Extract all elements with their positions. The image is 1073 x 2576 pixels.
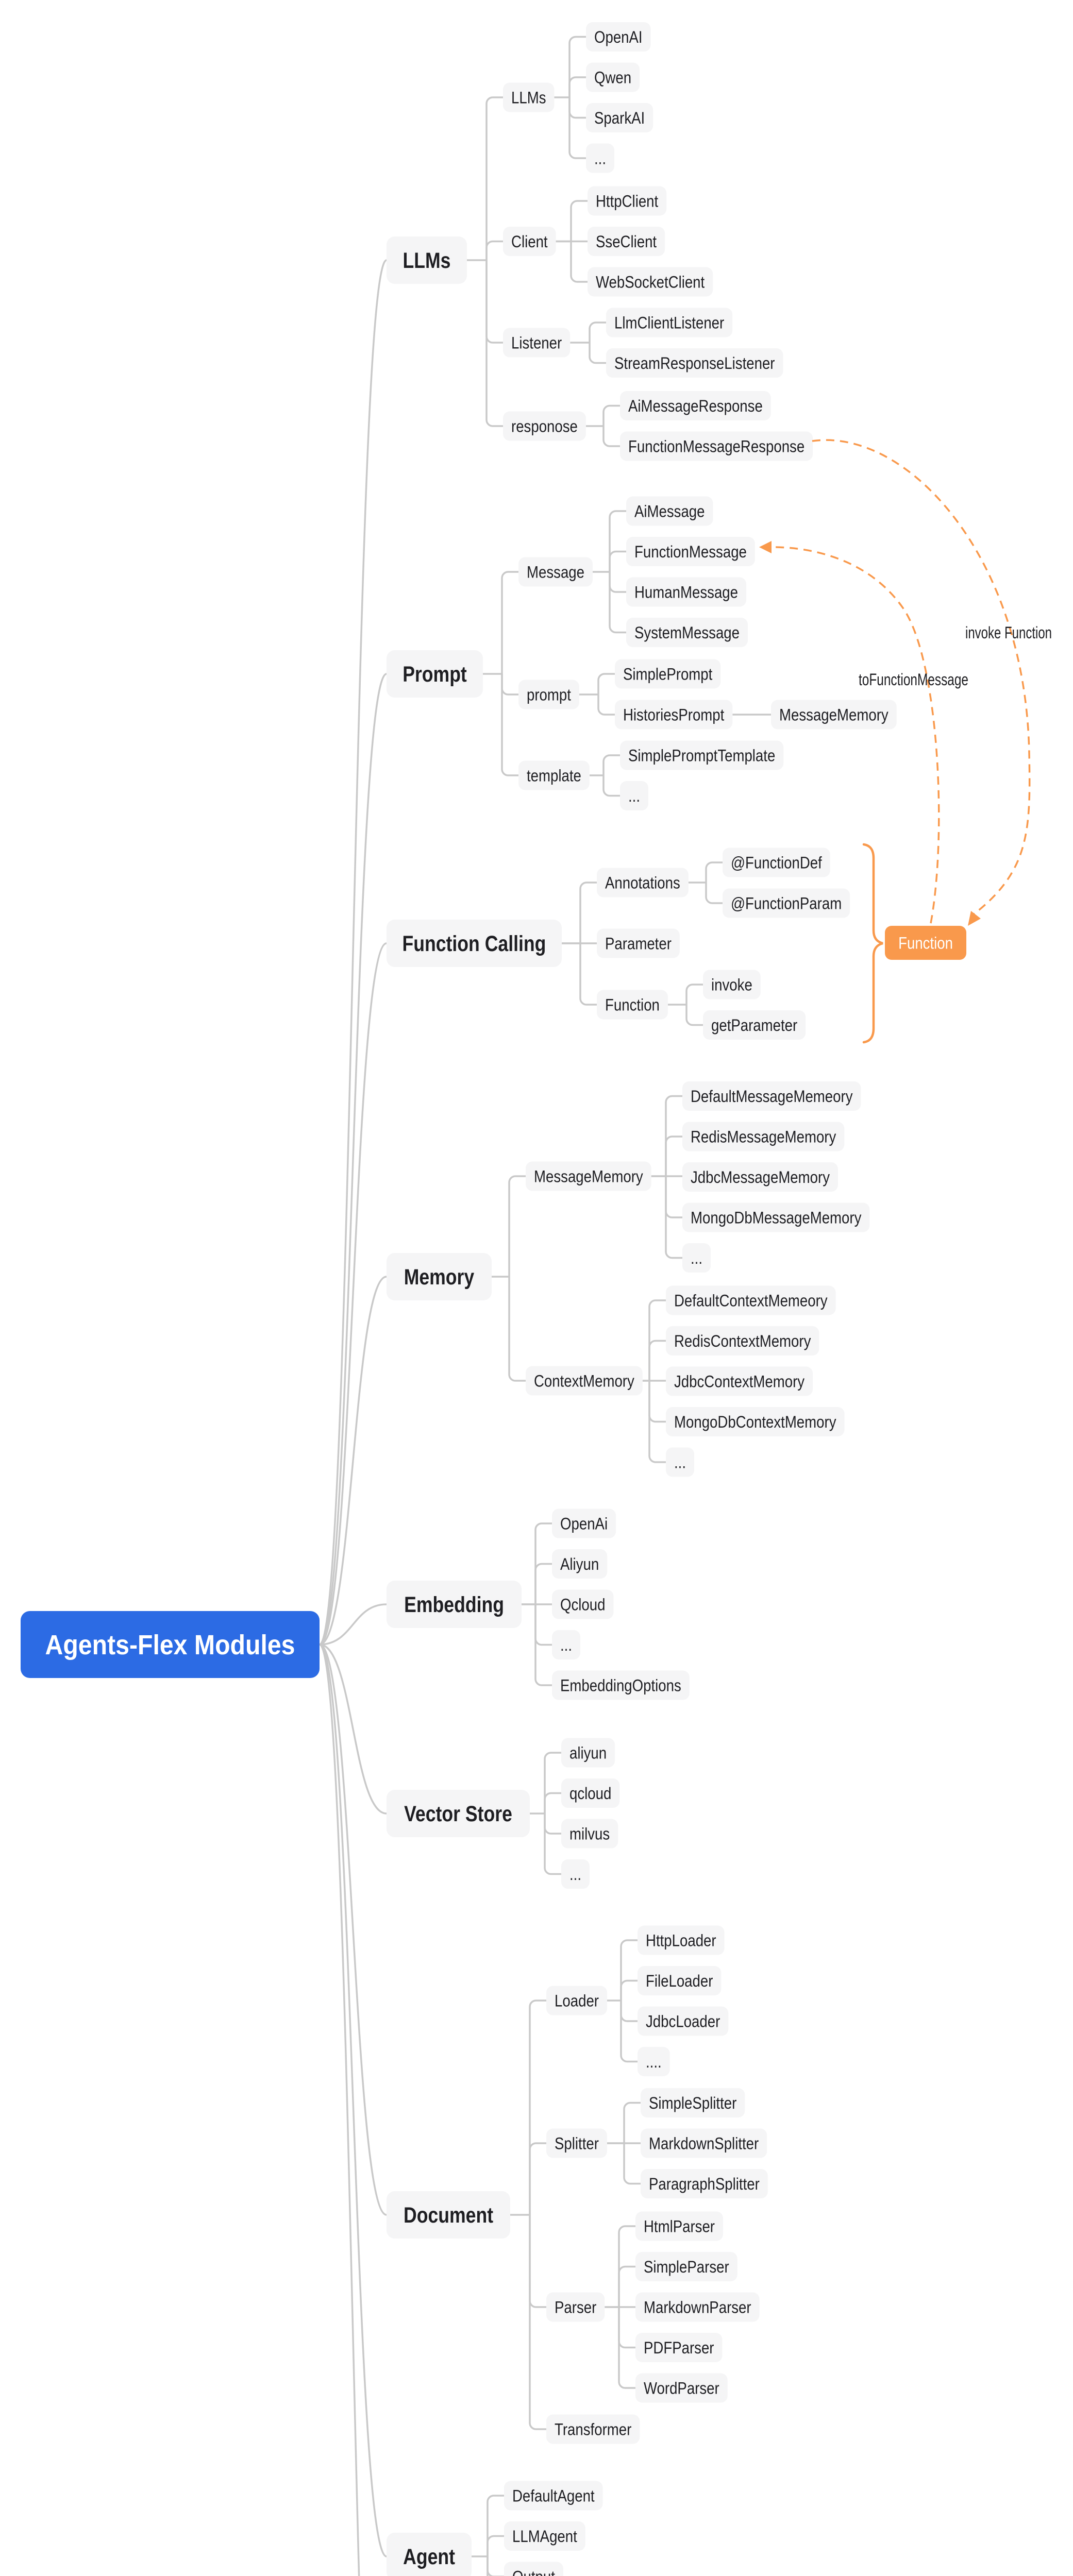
svg-text:Prompt: Prompt — [403, 662, 467, 687]
svg-text:Qwen: Qwen — [594, 68, 631, 87]
svg-text:Function Calling: Function Calling — [403, 931, 546, 956]
svg-text:MongoDbMessageMemory: MongoDbMessageMemory — [691, 1208, 861, 1227]
svg-text:MongoDbContextMemory: MongoDbContextMemory — [674, 1413, 836, 1431]
svg-text:FunctionMessageResponse: FunctionMessageResponse — [628, 437, 804, 455]
svg-text:Function: Function — [898, 934, 953, 952]
svg-text:WebSocketClient: WebSocketClient — [596, 273, 705, 291]
svg-text:getParameter: getParameter — [711, 1016, 797, 1035]
svg-text:...: ... — [594, 149, 606, 167]
svg-text:Message: Message — [527, 563, 584, 581]
svg-text:....: .... — [646, 2053, 662, 2071]
svg-text:AiMessageResponse: AiMessageResponse — [628, 397, 763, 415]
svg-text:...: ... — [628, 787, 640, 805]
svg-text:Qcloud: Qcloud — [560, 1595, 606, 1614]
svg-text:ContextMemory: ContextMemory — [534, 1371, 634, 1390]
svg-text:WordParser: WordParser — [644, 2379, 719, 2397]
svg-text:HttpClient: HttpClient — [596, 192, 658, 210]
svg-text:OpenAi: OpenAi — [560, 1514, 608, 1533]
svg-text:SparkAI: SparkAI — [594, 109, 645, 127]
svg-text:LlmClientListener: LlmClientListener — [614, 313, 724, 332]
svg-text:...: ... — [560, 1636, 572, 1654]
svg-text:Parser: Parser — [555, 2298, 597, 2316]
svg-text:SystemMessage: SystemMessage — [634, 623, 740, 642]
svg-text:invoke: invoke — [711, 975, 752, 994]
svg-text:JdbcContextMemory: JdbcContextMemory — [674, 1372, 804, 1391]
svg-text:...: ... — [674, 1453, 686, 1471]
svg-text:...: ... — [569, 1865, 581, 1884]
svg-text:Splitter: Splitter — [555, 2134, 599, 2153]
svg-text:SimpleParser: SimpleParser — [644, 2258, 729, 2276]
svg-text:Vector Store: Vector Store — [404, 1802, 512, 1826]
svg-text:HistoriesPrompt: HistoriesPrompt — [623, 705, 724, 724]
svg-text:Output: Output — [512, 2567, 555, 2576]
svg-text:invoke Function: invoke Function — [965, 623, 1052, 642]
svg-text:StreamResponseListener: StreamResponseListener — [614, 354, 775, 372]
svg-text:HtmlParser: HtmlParser — [644, 2217, 715, 2235]
svg-text:Embedding: Embedding — [404, 1592, 504, 1617]
svg-text:SseClient: SseClient — [596, 232, 657, 251]
svg-text:AiMessage: AiMessage — [634, 502, 705, 520]
svg-text:LLMs: LLMs — [403, 248, 451, 273]
svg-text:Document: Document — [404, 2203, 493, 2228]
svg-text:Loader: Loader — [555, 1991, 599, 2010]
svg-text:SimplePrompt: SimplePrompt — [623, 665, 712, 683]
svg-text:MessageMemory: MessageMemory — [779, 705, 888, 724]
svg-text:@FunctionDef: @FunctionDef — [731, 853, 822, 872]
svg-text:@FunctionParam: @FunctionParam — [731, 894, 842, 912]
svg-text:milvus: milvus — [569, 1824, 610, 1843]
svg-text:Function: Function — [605, 995, 660, 1014]
svg-text:MarkdownSplitter: MarkdownSplitter — [649, 2134, 759, 2153]
svg-text:Agent: Agent — [403, 2545, 455, 2569]
svg-text:prompt: prompt — [527, 685, 571, 704]
svg-text:responose: responose — [511, 417, 578, 435]
svg-text:FileLoader: FileLoader — [646, 1972, 713, 1990]
svg-text:template: template — [527, 766, 581, 785]
svg-text:EmbeddingOptions: EmbeddingOptions — [560, 1676, 681, 1694]
svg-text:JdbcMessageMemory: JdbcMessageMemory — [691, 1168, 830, 1187]
svg-text:MarkdownParser: MarkdownParser — [644, 2298, 751, 2316]
svg-text:OpenAI: OpenAI — [594, 28, 643, 46]
svg-text:Client: Client — [511, 232, 548, 251]
svg-text:LLMAgent: LLMAgent — [512, 2527, 577, 2546]
svg-text:qcloud: qcloud — [569, 1784, 611, 1803]
svg-text:LLMs: LLMs — [511, 88, 546, 107]
svg-text:Agents-Flex Modules: Agents-Flex Modules — [45, 1630, 295, 1660]
svg-text:PDFParser: PDFParser — [644, 2338, 714, 2357]
svg-text:SimpleSplitter: SimpleSplitter — [649, 2094, 737, 2112]
svg-text:Transformer: Transformer — [555, 2420, 632, 2438]
svg-text:DefaultContextMemeory: DefaultContextMemeory — [674, 1291, 828, 1310]
svg-text:Parameter: Parameter — [605, 934, 672, 953]
svg-text:HumanMessage: HumanMessage — [634, 583, 738, 601]
svg-text:DefaultAgent: DefaultAgent — [512, 2486, 595, 2505]
svg-text:RedisContextMemory: RedisContextMemory — [674, 1332, 811, 1350]
svg-text:toFunctionMessage: toFunctionMessage — [859, 670, 968, 689]
svg-text:Memory: Memory — [404, 1265, 475, 1290]
svg-text:MessageMemory: MessageMemory — [534, 1167, 643, 1185]
svg-text:JdbcLoader: JdbcLoader — [646, 2012, 720, 2030]
svg-text:Listener: Listener — [511, 333, 562, 352]
svg-text:DefaultMessageMemeory: DefaultMessageMemeory — [691, 1087, 853, 1106]
svg-text:RedisMessageMemory: RedisMessageMemory — [691, 1127, 836, 1146]
svg-text:Aliyun: Aliyun — [560, 1555, 599, 1573]
svg-text:FunctionMessage: FunctionMessage — [634, 543, 747, 561]
svg-text:Annotations: Annotations — [605, 873, 680, 892]
svg-text:HttpLoader: HttpLoader — [646, 1931, 716, 1950]
svg-text:aliyun: aliyun — [569, 1743, 607, 1762]
svg-text:ParagraphSplitter: ParagraphSplitter — [649, 2175, 760, 2193]
svg-text:...: ... — [691, 1249, 702, 1267]
svg-text:SimplePromptTemplate: SimplePromptTemplate — [628, 746, 775, 765]
